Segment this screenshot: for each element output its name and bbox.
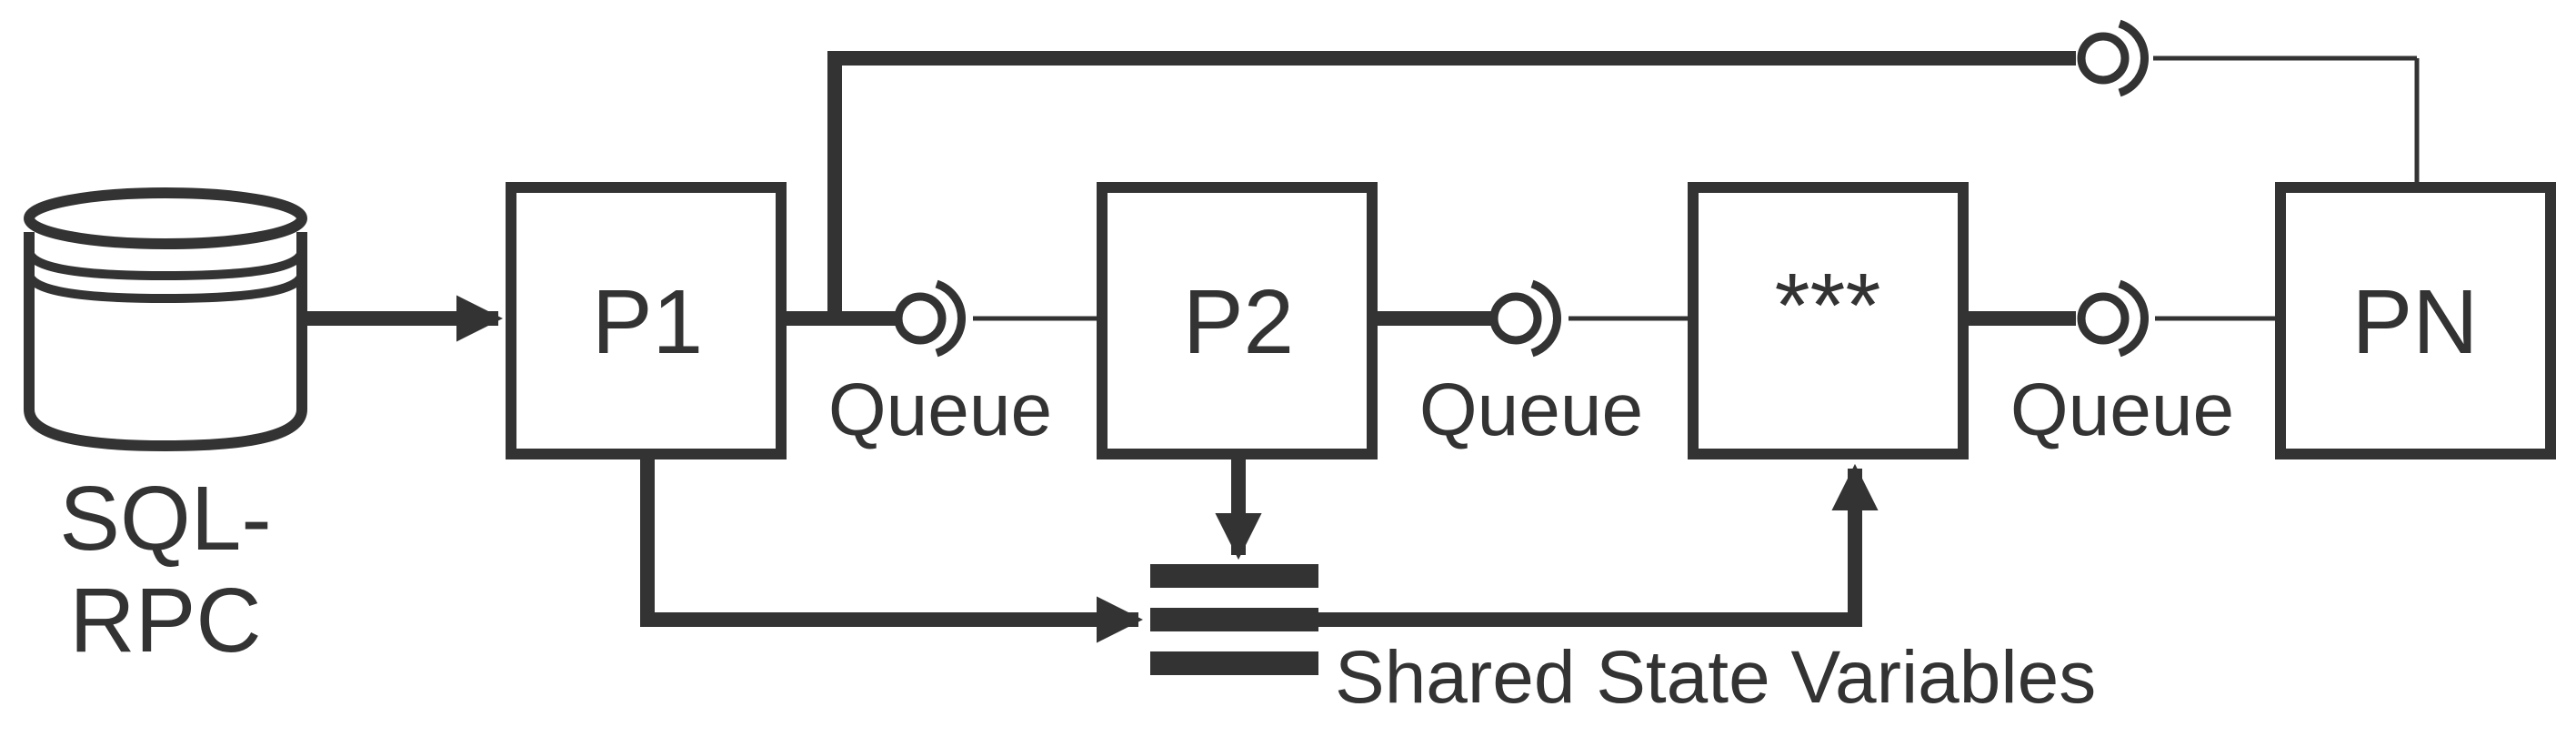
feedback-queue-icon	[2077, 19, 2150, 97]
process-label-p2: P2	[1183, 271, 1294, 373]
queue-1-label: Queue	[828, 368, 1052, 451]
queue-2-label: Queue	[1419, 368, 1643, 451]
queue-1-icon	[894, 279, 967, 358]
shared-state-icon	[1150, 564, 1318, 675]
process-box-pn	[2275, 182, 2556, 459]
process-label-pn: PN	[2352, 271, 2479, 373]
shared-state-label: Shared State Variables	[1335, 636, 2096, 719]
queue-2-icon	[1489, 279, 1562, 358]
arrow-shared-state-to-p3	[1318, 463, 1879, 627]
process-box-p3	[1688, 182, 1969, 459]
process-label-p3: ***	[1775, 255, 1881, 357]
source-label-line1: SQL-	[59, 468, 271, 570]
queue-3-icon	[2077, 279, 2150, 358]
process-box-p2	[1097, 182, 1378, 459]
process-box-p1	[506, 182, 787, 459]
database-icon	[24, 187, 307, 452]
queue-3-label: Queue	[2010, 368, 2234, 451]
source-label-line2: RPC	[69, 570, 261, 671]
process-label-p1: P1	[592, 271, 703, 373]
arrow-p1-to-shared-state	[640, 459, 1144, 643]
feedback-line-thick	[827, 51, 2076, 318]
